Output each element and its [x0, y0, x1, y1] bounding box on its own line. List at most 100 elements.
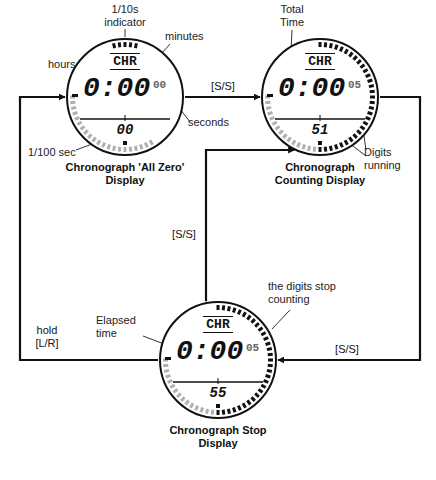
callout-label: 1/10s indicator	[98, 3, 152, 28]
mode-label: CHR	[110, 53, 139, 70]
second-tick	[368, 112, 373, 114]
callout-label: Digits running	[364, 146, 416, 171]
second-tick	[268, 359, 273, 362]
second-tick	[370, 101, 375, 105]
callout-label: minutes	[165, 30, 215, 43]
second-tick	[186, 400, 189, 404]
second-tick	[368, 80, 373, 82]
second-tick	[84, 130, 88, 133]
sub-digits: 00	[50, 123, 200, 137]
second-tick	[201, 408, 203, 413]
second-tick	[340, 47, 342, 52]
display-caption: Chronograph Counting Display	[260, 161, 380, 187]
second-tick	[345, 140, 348, 144]
second-tick	[309, 146, 310, 151]
second-tick	[267, 370, 272, 371]
second-tick	[233, 408, 235, 413]
second-tick	[261, 385, 265, 388]
button-label: hold [L/R]	[26, 324, 68, 349]
second-tick	[217, 305, 220, 310]
second-tick	[166, 375, 171, 377]
second-tick	[330, 146, 331, 151]
second-tick	[293, 140, 296, 144]
second-tick	[191, 403, 194, 407]
second-tick	[340, 143, 342, 148]
second-tick	[228, 409, 229, 414]
second-tick	[363, 122, 367, 125]
second-tick	[264, 338, 269, 340]
side-mark	[267, 94, 273, 97]
second-tick	[330, 43, 331, 48]
second-tick	[370, 90, 375, 94]
leader-line	[125, 29, 126, 37]
second-tick	[264, 380, 269, 382]
second-tick	[124, 147, 127, 152]
side-mark	[165, 357, 171, 360]
watch-node: CHR0:000555Chronograph Stop Display	[143, 300, 293, 453]
display-divider	[125, 115, 126, 121]
watch-bezel	[160, 302, 276, 418]
second-tick	[288, 137, 291, 141]
callout-label: Elapsed time	[96, 314, 144, 339]
main-digits: 0:00	[83, 75, 150, 103]
second-tick	[243, 312, 246, 316]
flow-arrow	[206, 150, 294, 301]
second-tick	[251, 397, 254, 401]
second-tick	[298, 143, 300, 148]
second-tick	[135, 43, 136, 48]
second-tick	[77, 122, 81, 125]
second-tick	[283, 134, 286, 138]
second-tick	[266, 107, 271, 108]
second-tick	[268, 112, 273, 114]
second-tick	[345, 49, 348, 53]
second-tick	[303, 145, 305, 150]
second-tick	[103, 143, 105, 148]
second-tick	[228, 306, 229, 311]
display-divider	[218, 378, 219, 384]
second-tick	[272, 122, 276, 125]
second-tick	[93, 137, 96, 141]
main-digits: 0:00	[278, 75, 345, 103]
button-label: [S/S]	[164, 228, 204, 241]
second-tick	[207, 409, 208, 414]
second-tick	[363, 70, 367, 73]
second-tick	[75, 117, 80, 119]
mode-box: CHR	[143, 315, 293, 333]
small-digits: 05	[348, 80, 361, 91]
second-tick	[118, 147, 122, 152]
mode-label: CHR	[203, 316, 232, 333]
second-tick	[353, 56, 356, 60]
second-tick	[360, 65, 364, 68]
second-tick	[261, 333, 265, 336]
small-digits: 05	[246, 343, 259, 354]
second-tick	[217, 410, 220, 415]
second-tick	[70, 101, 75, 105]
second-tick	[114, 146, 115, 151]
second-tick	[267, 349, 272, 350]
second-tick	[276, 126, 280, 129]
mode-label: CHR	[305, 53, 334, 70]
watch-bezel	[67, 39, 183, 155]
second-tick	[370, 96, 375, 99]
button-label: [S/S]	[326, 343, 368, 356]
second-tick	[268, 364, 273, 368]
second-tick	[270, 117, 275, 119]
second-tick	[118, 42, 122, 47]
second-tick	[265, 101, 270, 105]
second-tick	[124, 42, 127, 47]
second-tick	[366, 117, 371, 119]
second-tick	[258, 389, 262, 392]
second-tick	[251, 319, 254, 323]
display-caption: Chronograph 'All Zero' Display	[65, 161, 185, 187]
second-tick	[196, 406, 198, 411]
second-tick	[369, 86, 374, 87]
second-tick	[71, 107, 76, 108]
side-mark	[72, 94, 78, 97]
second-tick	[238, 406, 240, 411]
second-tick	[135, 146, 136, 151]
second-tick	[129, 42, 133, 47]
second-tick	[177, 393, 181, 396]
display-caption: Chronograph Stop Display	[158, 424, 278, 450]
second-tick	[324, 147, 328, 152]
callout-label: seconds	[188, 116, 238, 129]
